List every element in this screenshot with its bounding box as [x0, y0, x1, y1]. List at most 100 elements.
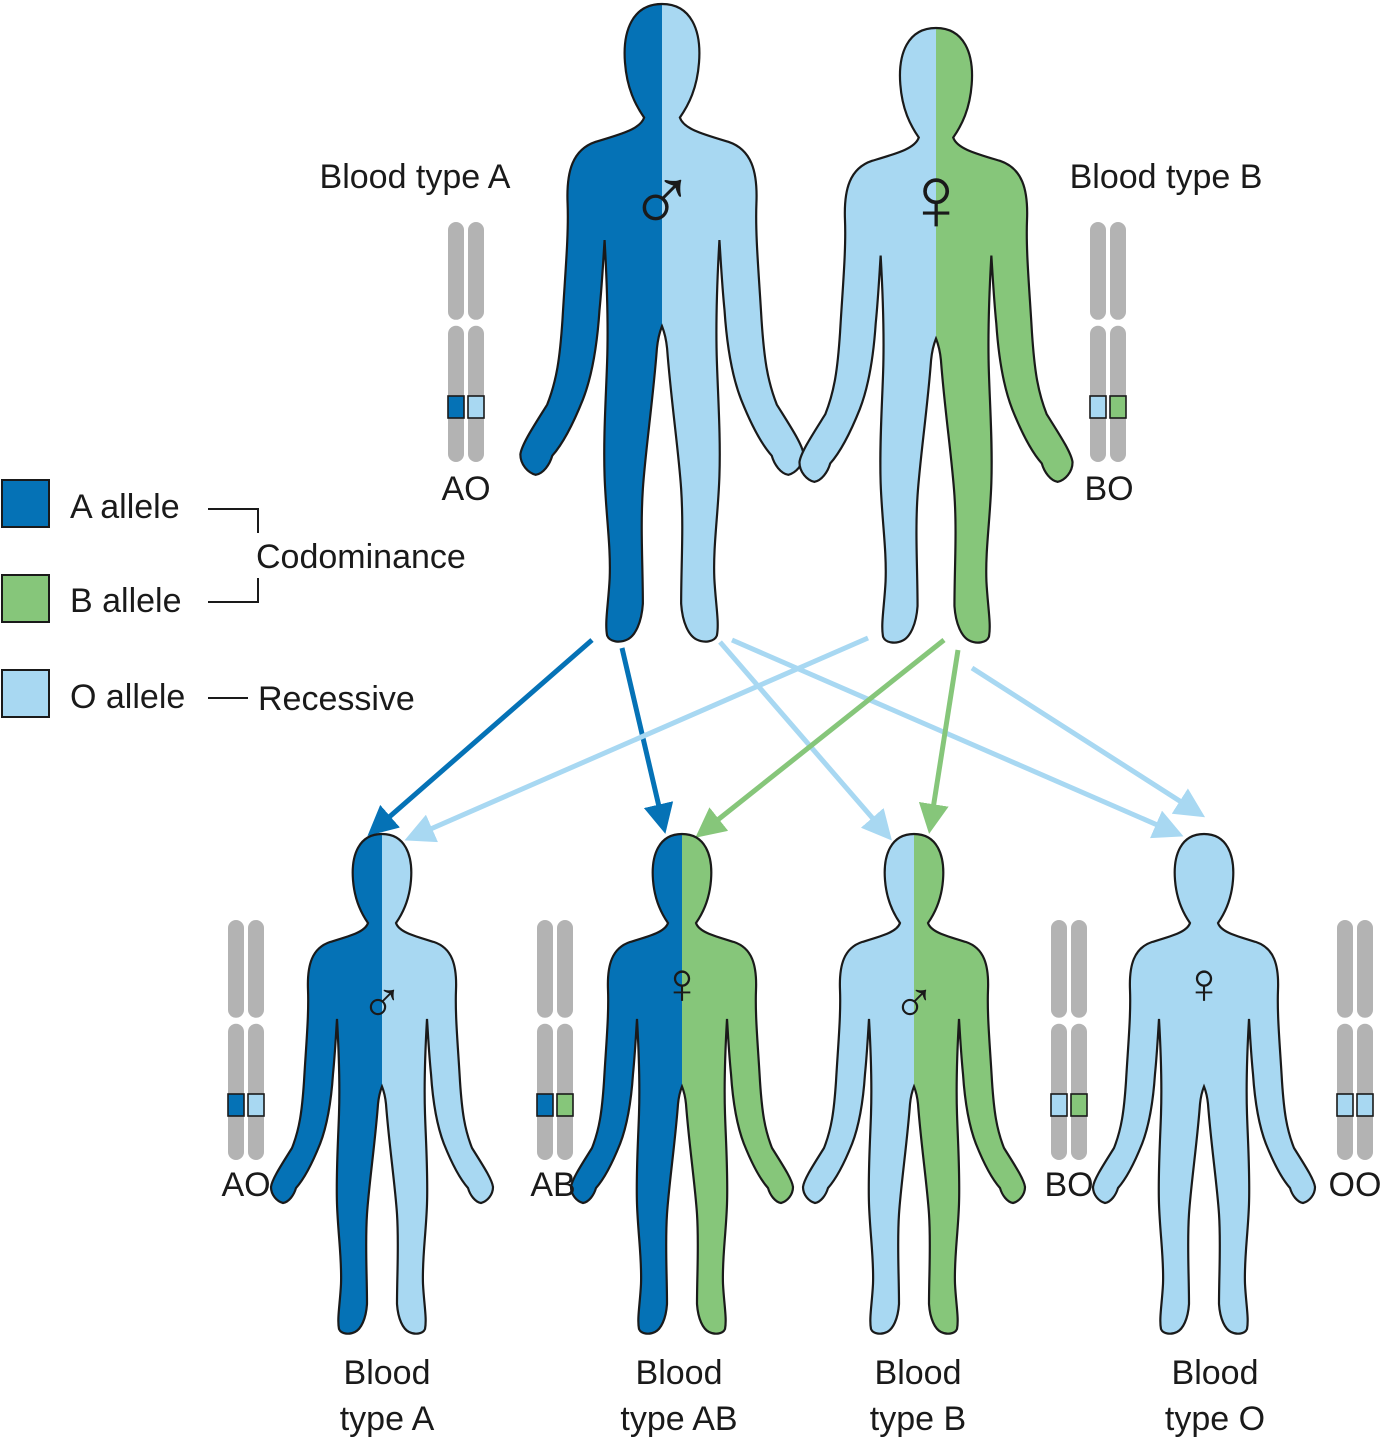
allele-band: [1050, 1093, 1068, 1117]
chromosome-arm-upper: [1110, 222, 1126, 320]
child-ab-blood-type-line2: type AB: [620, 1400, 737, 1438]
parent-father: ♂: [519, 2, 805, 643]
child-ab-genotype-label: AB: [530, 1166, 575, 1204]
child-blood-type-ab: ♀: [569, 832, 795, 1335]
inheritance-arrow-o: [731, 637, 1184, 839]
chromosome-arm-upper: [1090, 222, 1106, 320]
legend-item-o: O allele: [1, 669, 185, 718]
chromosome-arm-upper: [537, 920, 553, 1018]
body-right-half: [382, 834, 493, 1334]
chromosome-arm-lower: [1357, 1023, 1373, 1160]
child-b-blood-type-line2: type B: [870, 1400, 966, 1438]
child-a-chromosome-pair: [227, 920, 265, 1160]
chromosome-arm-upper: [557, 920, 573, 1018]
chromosome-arm-upper: [468, 222, 484, 320]
child-o-blood-type-line1: Blood: [1172, 1354, 1259, 1392]
child-figure-o: [1091, 832, 1317, 1335]
father-figure: [519, 2, 805, 643]
child-o-blood-type-line2: type O: [1165, 1400, 1265, 1438]
inheritance-arrow-o: [404, 635, 870, 843]
father-genotype-label: AO: [441, 470, 490, 508]
child-b-chromosome-pair: [1050, 920, 1088, 1160]
allele-band: [1109, 395, 1127, 419]
male-symbol-icon: ♂: [628, 146, 697, 248]
chromosome-arm-lower: [1090, 325, 1106, 462]
female-symbol-icon: ♀: [902, 148, 971, 250]
male-symbol-icon: ♂: [360, 968, 404, 1033]
body-left-half: [271, 834, 382, 1334]
a-allele-swatch-icon: [1, 479, 50, 528]
body-silhouette: [569, 832, 795, 1335]
allele-band: [247, 1093, 265, 1117]
body-silhouette: [1091, 832, 1317, 1335]
body-left-half: [520, 4, 662, 642]
body-right-half: [682, 834, 793, 1334]
chromosome-arm-lower: [248, 1023, 264, 1160]
body-silhouette: [269, 832, 495, 1335]
child-a-blood-type-line2: type A: [340, 1400, 435, 1438]
chromosome-arm-upper: [248, 920, 264, 1018]
mother-figure: [798, 26, 1074, 644]
legend: A allele B allele O allele Codominance R…: [1, 479, 466, 718]
codominance-bracket: [208, 508, 259, 603]
recessive-label: Recessive: [258, 680, 415, 718]
chromosome-arm-lower: [448, 325, 464, 462]
inheritance-arrow-b: [918, 649, 961, 834]
child-blood-type-o: ♀: [1091, 832, 1317, 1335]
legend-label-b: B allele: [70, 582, 182, 620]
chromosome-arm-upper: [228, 920, 244, 1018]
child-figure-a: [269, 832, 495, 1335]
chromosome-arm-lower: [1051, 1023, 1067, 1160]
allele-band: [447, 395, 465, 419]
body-right-half: [662, 4, 804, 642]
allele-band: [1356, 1093, 1374, 1117]
chromosome-arm-lower: [468, 325, 484, 462]
chromosome-arm-lower: [1110, 325, 1126, 462]
chromosome-arm-lower: [557, 1023, 573, 1160]
chromosome-arm-upper: [1071, 920, 1087, 1018]
chromosome-arm-upper: [448, 222, 464, 320]
parent-mother: ♀: [798, 26, 1074, 644]
b-allele-swatch-icon: [1, 574, 50, 623]
legend-item-a: A allele: [1, 479, 180, 528]
body-right-half: [936, 28, 1073, 643]
inheritance-arrow-b: [695, 638, 946, 838]
chromosome-arm-upper: [1357, 920, 1373, 1018]
inheritance-arrows: [367, 635, 1206, 843]
child-b-blood-type-line1: Blood: [875, 1354, 962, 1392]
chromosome-arm-lower: [1337, 1023, 1353, 1160]
child-o-genotype-label: OO: [1329, 1166, 1382, 1204]
inheritance-arrow-o: [970, 665, 1206, 818]
child-blood-type-a: ♂: [269, 832, 495, 1335]
legend-label-o: O allele: [70, 678, 185, 716]
child-o-chromosome-pair: [1336, 920, 1374, 1160]
child-b-genotype-label: BO: [1044, 1166, 1093, 1204]
child-blood-type-b: ♂: [801, 832, 1027, 1335]
o-allele-swatch-icon: [1, 669, 50, 718]
body-silhouette: [801, 832, 1027, 1335]
mother-genotype-label: BO: [1084, 470, 1133, 508]
body-left-half: [1093, 834, 1204, 1334]
mother-blood-type-label: Blood type B: [1070, 158, 1263, 196]
allele-band: [467, 395, 485, 419]
allele-band: [227, 1093, 245, 1117]
chromosome-arm-upper: [1051, 920, 1067, 1018]
allele-band: [1089, 395, 1107, 419]
body-right-half: [914, 834, 1025, 1334]
female-symbol-icon: ♀: [1182, 951, 1226, 1016]
body-left-half: [803, 834, 914, 1334]
chromosome-arm-lower: [537, 1023, 553, 1160]
allele-band: [1070, 1093, 1088, 1117]
child-figure-ab: [569, 832, 795, 1335]
male-symbol-icon: ♂: [892, 968, 936, 1033]
legend-label-a: A allele: [70, 488, 180, 526]
inheritance-arrow-o: [718, 640, 892, 841]
inheritance-arrow-a: [367, 638, 594, 836]
body-right-half: [1204, 834, 1315, 1334]
female-symbol-icon: ♀: [660, 951, 704, 1016]
allele-band: [556, 1093, 574, 1117]
chromosome-arm-lower: [228, 1023, 244, 1160]
chromosome-arm-lower: [1071, 1023, 1087, 1160]
mother-chromosome-pair: [1089, 222, 1127, 462]
